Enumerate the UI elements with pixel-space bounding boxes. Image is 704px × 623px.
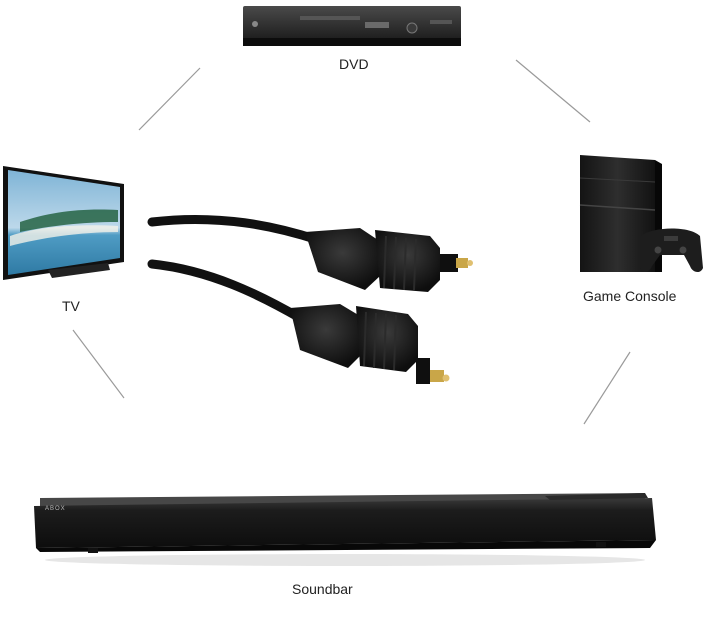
game-console-label: Game Console <box>583 288 677 304</box>
dvd-label: DVD <box>339 56 369 72</box>
soundbar-brand-logo: ABOX <box>45 506 66 512</box>
line-dvd-console <box>515 59 591 123</box>
game-console <box>579 155 703 273</box>
optical-plug-upper <box>305 228 473 292</box>
line-tv-dvd <box>138 67 201 131</box>
dvd-player <box>243 6 461 46</box>
line-tv-soundbar <box>72 329 125 399</box>
soundbar <box>34 493 656 566</box>
connector-lines <box>72 59 631 425</box>
tv-label: TV <box>62 298 80 314</box>
line-console-soundbar <box>583 351 631 425</box>
tv <box>3 166 124 280</box>
optical-plug-lower <box>290 304 450 384</box>
soundbar-label: Soundbar <box>292 581 353 597</box>
optical-cables <box>147 214 473 384</box>
